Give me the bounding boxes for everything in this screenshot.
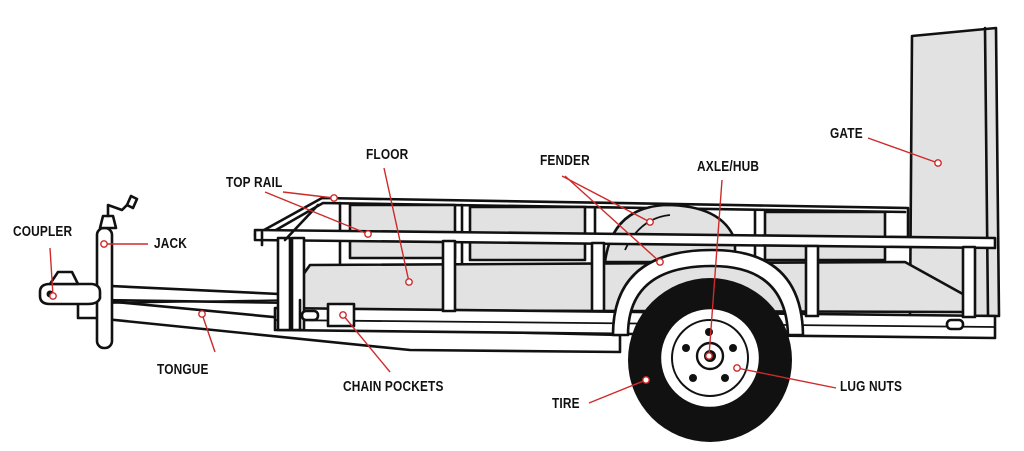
leader-lines [49, 137, 939, 404]
leader-dots [49, 159, 942, 384]
gate-label: GATE [830, 126, 863, 142]
jack-label: JACK [154, 236, 188, 252]
side-frame [253, 203, 997, 340]
tongue-label: TONGUE [157, 362, 209, 378]
lug-nuts [682, 328, 737, 382]
coupler-label: COUPLER [13, 224, 73, 240]
jack [95, 194, 139, 350]
tire [628, 278, 792, 442]
floor-label: FLOOR [366, 147, 409, 163]
tire-label: TIRE [552, 396, 580, 412]
top-rail-label: TOP RAIL [226, 175, 283, 191]
lug-nuts-label: LUG NUTS [840, 379, 903, 395]
fender-label: FENDER [540, 153, 590, 169]
fender [611, 248, 805, 337]
coupler [38, 270, 102, 306]
chain-pockets-label: CHAIN POCKETS [343, 379, 444, 395]
axle-hub-label: AXLE/HUB [697, 159, 760, 175]
